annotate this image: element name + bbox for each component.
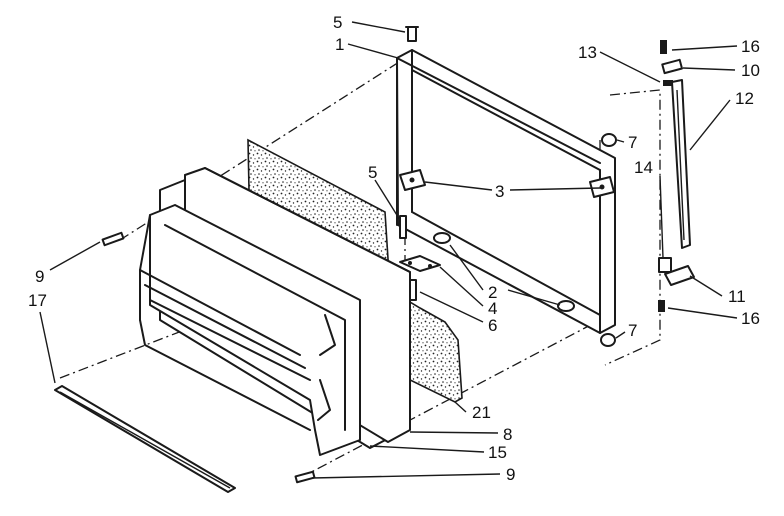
label-9-upper: 9 [35, 267, 44, 286]
hinge-bracket-right [589, 176, 615, 198]
part-labels: 5 1 13 16 10 12 7 14 5 3 9 2 11 17 4 16 … [28, 13, 760, 484]
label-12: 12 [735, 89, 754, 108]
label-10: 10 [741, 61, 760, 80]
label-3: 3 [495, 182, 504, 201]
screw-part-5-top [405, 26, 419, 42]
label-7-top: 7 [628, 133, 637, 152]
door-liner-front [139, 204, 361, 456]
label-16-bottom: 16 [741, 309, 760, 328]
hinge-part-11 [664, 265, 695, 286]
label-1: 1 [335, 35, 344, 54]
label-11: 11 [728, 287, 746, 306]
bracket-part-14 [658, 257, 672, 273]
label-17: 17 [28, 291, 47, 310]
hinge-pin-part-10 [661, 58, 683, 75]
label-2: 2 [488, 283, 497, 302]
hinge-bracket-left [399, 169, 426, 191]
door-frame [396, 49, 616, 334]
label-14: 14 [634, 158, 653, 177]
label-7-bottom: 7 [628, 321, 637, 340]
label-21: 21 [472, 403, 491, 422]
label-13: 13 [578, 43, 597, 62]
screw-part-16-top [660, 40, 667, 54]
screw-part-16-bottom [658, 300, 665, 312]
door-stop-upper [433, 232, 451, 244]
label-4: 4 [488, 299, 497, 318]
label-8: 8 [503, 425, 512, 444]
leader-lines [39, 21, 738, 479]
label-5-mid: 5 [368, 163, 377, 182]
cap-lower [600, 333, 616, 347]
cap-upper [601, 133, 617, 147]
screw-part-5-lower [399, 215, 407, 239]
door-stop-lower [557, 300, 575, 312]
clip-part-13 [663, 80, 673, 86]
screw-part-9-lower [294, 470, 316, 484]
label-15: 15 [488, 443, 507, 462]
hinge-rod [671, 79, 691, 249]
label-5-top: 5 [333, 13, 342, 32]
screw-part-9-upper [101, 231, 125, 247]
door-handle-bar [54, 385, 236, 493]
label-6: 6 [488, 316, 497, 335]
label-9-lower: 9 [506, 465, 515, 484]
label-16-top: 16 [741, 37, 760, 56]
mounting-plate [399, 255, 441, 272]
